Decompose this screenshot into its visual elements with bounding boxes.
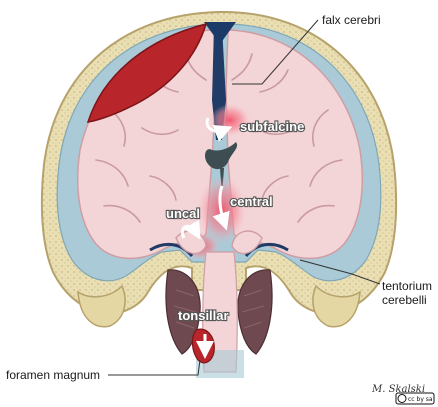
label-subfalcine: subfalcine — [240, 119, 304, 134]
label-central: central — [230, 194, 273, 209]
label-tentorium-line1: tentorium — [382, 279, 432, 293]
license-badge-text: cc by sa — [408, 396, 433, 403]
label-tentorium-line2: cerebelli — [382, 293, 427, 307]
label-uncal: uncal — [166, 206, 200, 221]
label-falx-cerebri: falx cerebri — [322, 13, 381, 27]
label-tonsillar: tonsillar — [178, 308, 229, 323]
label-foramen-magnum: foramen magnum — [6, 368, 100, 382]
cc-license-icon: cc by sa — [396, 393, 434, 404]
